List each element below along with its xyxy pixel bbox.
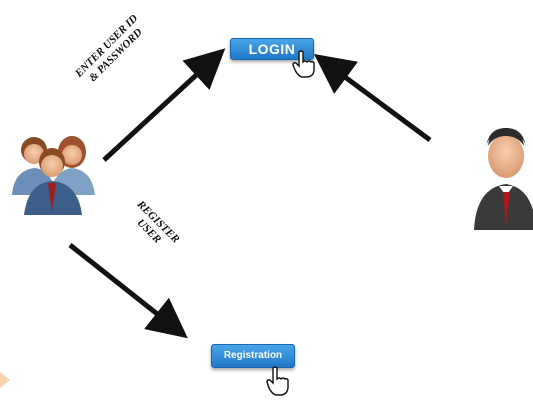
arrow-to-registration: [68, 243, 188, 339]
user-group-icon: [12, 136, 95, 215]
single-user-icon: [474, 128, 533, 230]
arrow-user-to-login: [313, 54, 432, 143]
hand-cursor-icon: [292, 50, 315, 78]
registration-button[interactable]: Registration: [211, 344, 295, 368]
arrow-to-login: [102, 48, 226, 162]
login-button[interactable]: LOGIN: [230, 38, 314, 60]
hand-cursor-icon: [266, 366, 289, 396]
corner-decoration: [0, 372, 10, 388]
